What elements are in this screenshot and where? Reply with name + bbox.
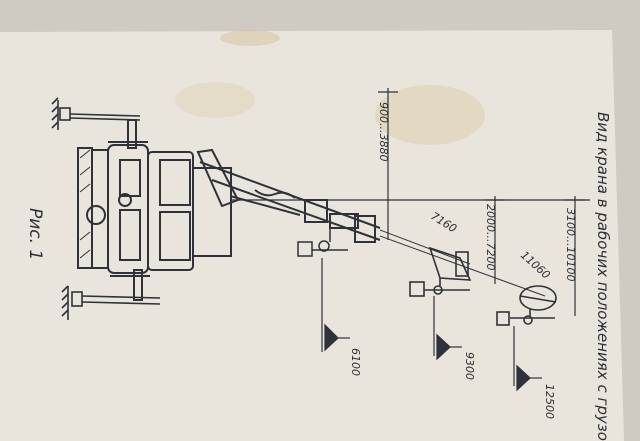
radius-dimensions [321,258,542,392]
dim-height-3: 3100...10100 [564,208,577,281]
figure-title: Вид крана в рабочих положениях с грузом [594,112,612,441]
dim-radius-3: 12500 [543,384,556,419]
stain [175,82,255,118]
figure-caption: Рис. 1 [25,208,45,260]
paper-sheet [0,30,624,441]
dim-radius-2: 9300 [463,352,476,380]
dim-height-2: 2000...7200 [484,204,497,270]
chassis-hatch [79,149,91,259]
boom-position-3 [496,285,557,326]
crane-vehicle [77,119,232,301]
boom-extension [379,229,546,297]
stain [220,30,280,46]
boom-position-2 [409,246,472,297]
dim-height-1: 900...3880 [377,102,390,161]
ground-support-bottom [61,285,161,320]
load-1 [297,228,348,257]
dim-radius-1: 6100 [349,348,362,376]
height-dimensions [230,88,590,316]
stain [375,85,485,145]
